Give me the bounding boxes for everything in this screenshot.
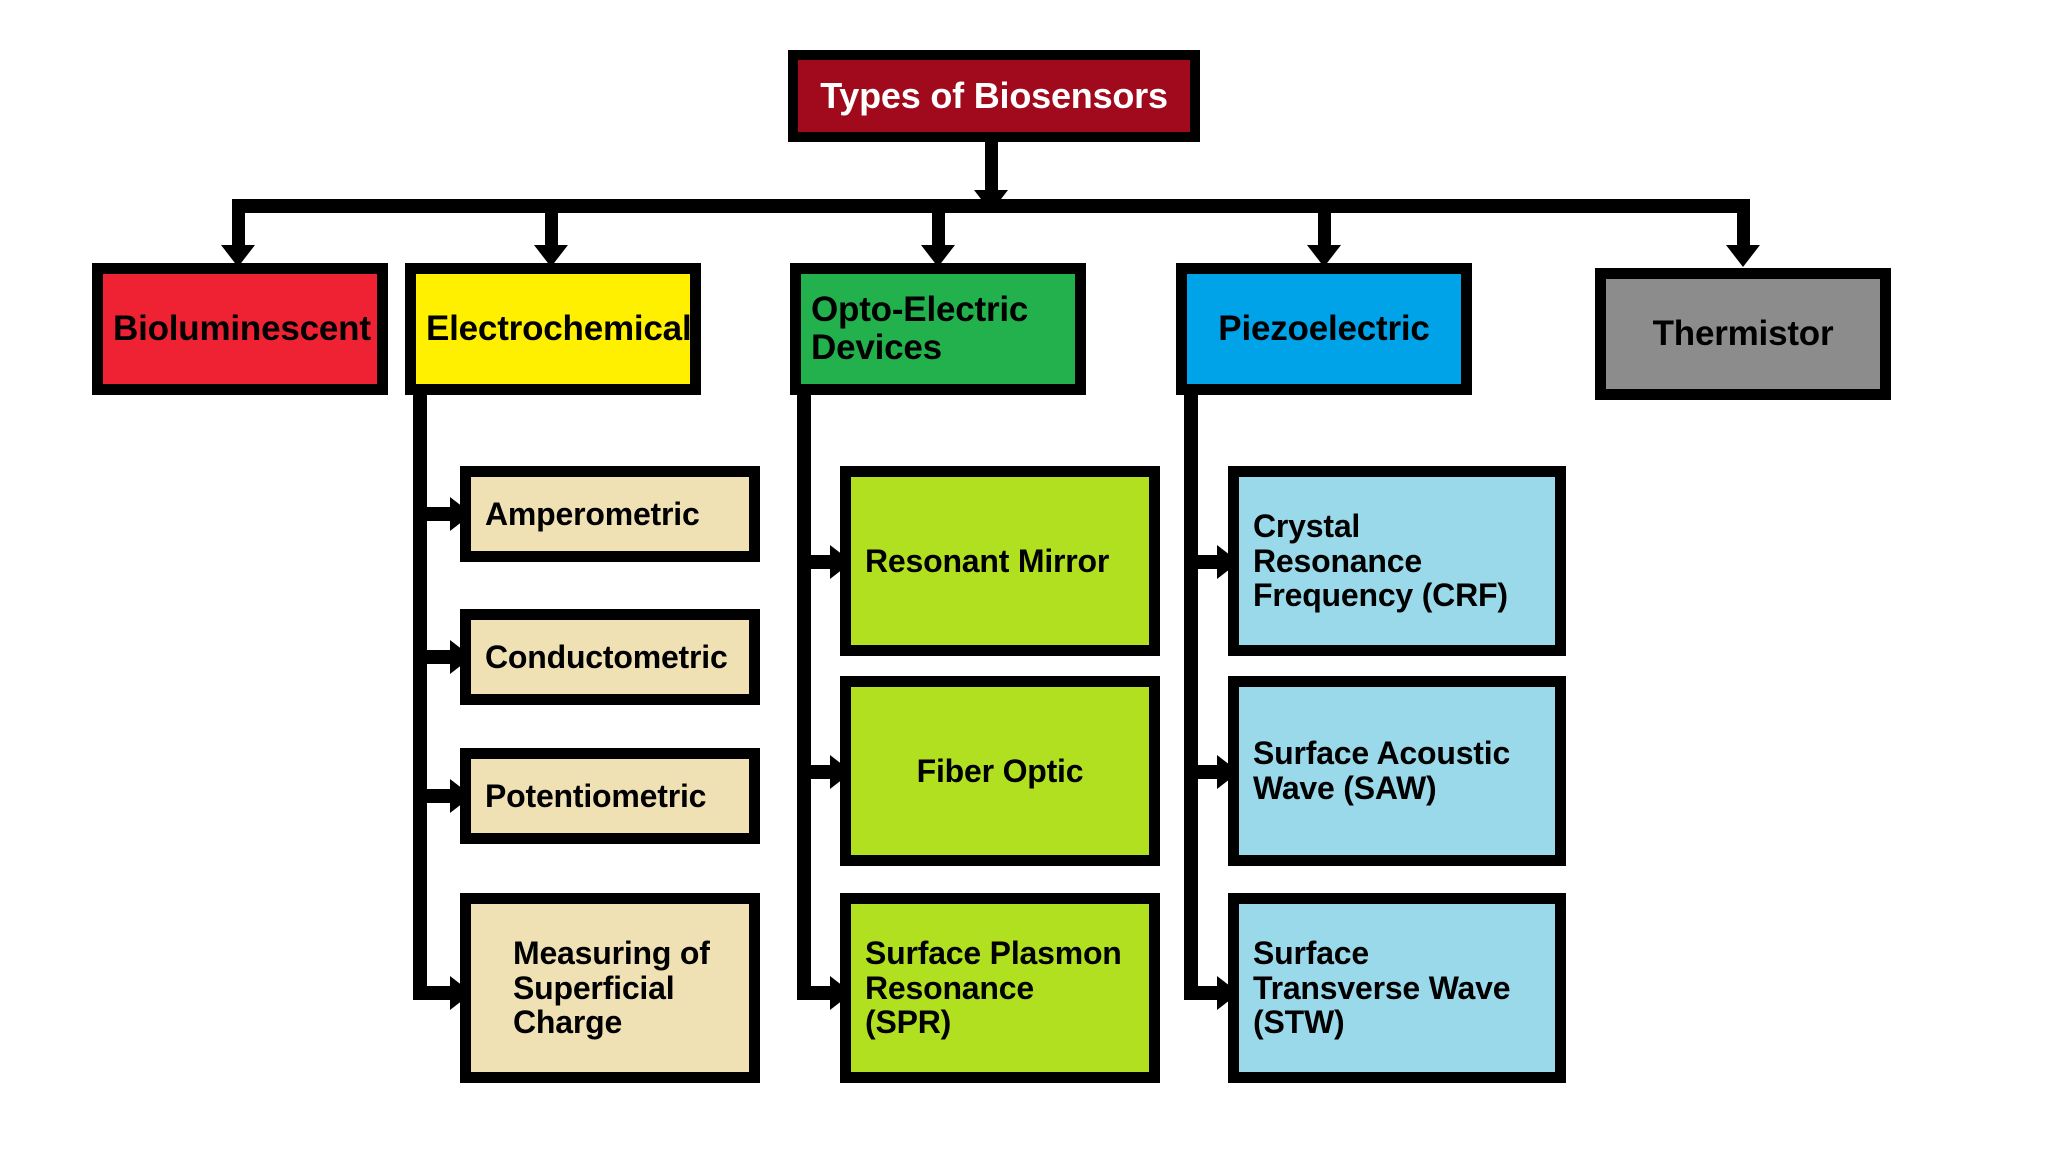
connector-branch-fiber-optic [797, 765, 836, 779]
connector-drop-arrow-4 [1307, 245, 1341, 267]
node-label: Electrochemical [426, 309, 692, 349]
connector-branch-stw [1184, 986, 1223, 1000]
connector-branch-crf [1184, 555, 1223, 569]
node-label: Bioluminescent [113, 309, 371, 349]
node-label: Surface Acoustic Wave (SAW) [1253, 735, 1511, 806]
connector-drop-3 [932, 199, 945, 253]
node-label: Surface Plasmon Resonance (SPR) [865, 935, 1122, 1041]
connector-drop-5 [1737, 199, 1750, 253]
node-crystal-resonance-frequency[interactable]: Crystal Resonance Frequency (CRF) [1228, 466, 1566, 656]
node-potentiometric[interactable]: Potentiometric [460, 748, 760, 844]
node-label: Crystal Resonance Frequency (CRF) [1253, 508, 1508, 614]
node-label: Opto-Electric Devices [811, 290, 1029, 367]
node-conductometric[interactable]: Conductometric [460, 609, 760, 705]
connector-drop-arrow-1 [221, 245, 255, 267]
connector-drop-arrow-2 [534, 245, 568, 267]
node-surface-acoustic-wave[interactable]: Surface Acoustic Wave (SAW) [1228, 676, 1566, 866]
node-label: Resonant Mirror [865, 542, 1110, 579]
connector-bus [232, 199, 1750, 213]
connector-branch-amperometric [413, 507, 457, 521]
node-opto-electric-devices[interactable]: Opto-Electric Devices [790, 263, 1086, 395]
connector-spine-electrochemical [413, 390, 427, 1000]
node-label: Surface Transverse Wave (STW) [1253, 935, 1511, 1041]
node-electrochemical[interactable]: Electrochemical [405, 263, 701, 395]
node-measuring-of-superficial-charge[interactable]: Measuring of Superficial Charge [460, 893, 760, 1083]
node-resonant-mirror[interactable]: Resonant Mirror [840, 466, 1160, 656]
connector-branch-conductometric [413, 650, 457, 664]
connector-drop-2 [545, 199, 558, 253]
connector-drop-arrow-3 [921, 245, 955, 267]
connector-branch-spr [797, 986, 836, 1000]
node-amperometric[interactable]: Amperometric [460, 466, 760, 562]
node-types-of-biosensors[interactable]: Types of Biosensors [788, 50, 1200, 142]
node-label: Thermistor [1652, 314, 1834, 354]
connector-spine-piezoelectric [1184, 390, 1198, 1000]
node-piezoelectric[interactable]: Piezoelectric [1176, 263, 1472, 395]
node-bioluminescent[interactable]: Bioluminescent [92, 263, 388, 395]
node-surface-transverse-wave[interactable]: Surface Transverse Wave (STW) [1228, 893, 1566, 1083]
node-label: Fiber Optic [916, 752, 1084, 789]
connector-branch-resonant-mirror [797, 555, 836, 569]
connector-drop-arrow-5 [1726, 245, 1760, 267]
node-label: Measuring of Superficial Charge [513, 935, 710, 1041]
connector-branch-saw [1184, 765, 1223, 779]
node-label: Amperometric [485, 495, 700, 532]
node-surface-plasmon-resonance[interactable]: Surface Plasmon Resonance (SPR) [840, 893, 1160, 1083]
node-label: Types of Biosensors [820, 74, 1168, 116]
connector-root-stem [985, 142, 998, 197]
connector-spine-opto-electric [797, 390, 811, 1000]
connector-branch-measuring-superficial-charge [413, 986, 457, 1000]
connector-branch-potentiometric [413, 789, 457, 803]
connector-drop-1 [232, 199, 245, 253]
node-label: Conductometric [485, 638, 728, 675]
node-fiber-optic[interactable]: Fiber Optic [840, 676, 1160, 866]
connector-drop-4 [1318, 199, 1331, 253]
node-label: Potentiometric [485, 777, 707, 814]
node-thermistor[interactable]: Thermistor [1595, 268, 1891, 400]
node-label: Piezoelectric [1218, 309, 1430, 349]
